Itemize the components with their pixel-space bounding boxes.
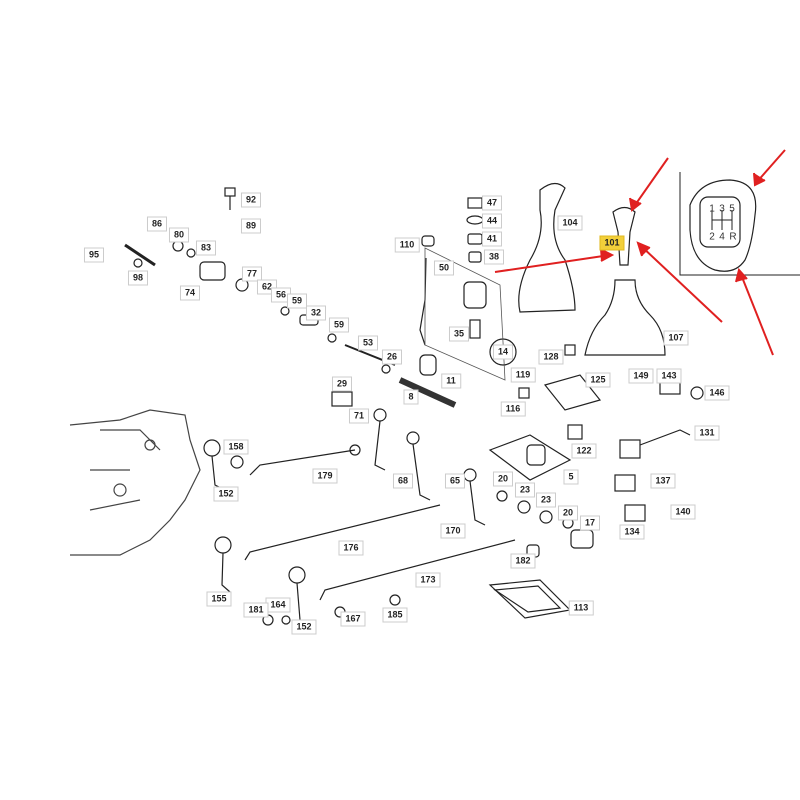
part-label-65[interactable]: 65 <box>444 473 466 489</box>
shift-gear-4: 4 <box>719 231 725 243</box>
part-label-38[interactable]: 38 <box>483 249 505 265</box>
part-label-32[interactable]: 32 <box>305 305 327 321</box>
part-label-152[interactable]: 152 <box>291 619 317 635</box>
part-label-107[interactable]: 107 <box>663 330 689 346</box>
part-label-158[interactable]: 158 <box>223 439 249 455</box>
part-label-77[interactable]: 77 <box>241 266 263 282</box>
part-label-44[interactable]: 44 <box>481 213 503 229</box>
part-label-125[interactable]: 125 <box>585 372 611 388</box>
part-label-101[interactable]: 101 <box>599 235 625 251</box>
part-label-71[interactable]: 71 <box>348 408 370 424</box>
part-label-113[interactable]: 113 <box>568 600 594 616</box>
knob-inset <box>679 172 800 276</box>
shift-gear-3: 3 <box>719 203 725 215</box>
part-label-152[interactable]: 152 <box>213 486 239 502</box>
part-label-179[interactable]: 179 <box>312 468 338 484</box>
part-label-11[interactable]: 11 <box>441 373 461 389</box>
part-label-128[interactable]: 128 <box>538 349 564 365</box>
part-label-182[interactable]: 182 <box>510 553 536 569</box>
shift-gear-r: R <box>729 231 737 243</box>
shift-gear-5: 5 <box>729 203 735 215</box>
part-label-110[interactable]: 110 <box>394 237 420 253</box>
part-label-86[interactable]: 86 <box>146 216 168 232</box>
part-label-98[interactable]: 98 <box>127 270 149 286</box>
part-label-146[interactable]: 146 <box>704 385 730 401</box>
part-label-26[interactable]: 26 <box>381 349 403 365</box>
part-label-53[interactable]: 53 <box>357 335 379 351</box>
part-label-89[interactable]: 89 <box>240 218 262 234</box>
part-label-74[interactable]: 74 <box>179 285 201 301</box>
part-label-149[interactable]: 149 <box>628 368 654 384</box>
shift-gear-1: 1 <box>709 203 715 215</box>
part-label-5[interactable]: 5 <box>563 469 579 485</box>
part-label-50[interactable]: 50 <box>433 260 455 276</box>
part-label-95[interactable]: 95 <box>83 247 105 263</box>
part-label-83[interactable]: 83 <box>195 240 217 256</box>
gear-knobs-and-boots <box>518 182 666 356</box>
part-label-41[interactable]: 41 <box>481 231 503 247</box>
part-label-164[interactable]: 164 <box>265 597 291 613</box>
part-label-176[interactable]: 176 <box>338 540 364 556</box>
part-label-14[interactable]: 14 <box>492 344 514 360</box>
part-label-80[interactable]: 80 <box>168 227 190 243</box>
part-label-47[interactable]: 47 <box>481 195 503 211</box>
part-label-140[interactable]: 140 <box>670 504 696 520</box>
levers <box>203 408 486 621</box>
part-label-143[interactable]: 143 <box>656 368 682 384</box>
part-label-35[interactable]: 35 <box>448 326 470 342</box>
part-label-134[interactable]: 134 <box>619 524 645 540</box>
part-label-131[interactable]: 131 <box>694 425 720 441</box>
transmission-housing <box>69 409 201 556</box>
red-arrows <box>494 149 786 356</box>
shift-gear-2: 2 <box>709 231 715 243</box>
part-label-68[interactable]: 68 <box>392 473 414 489</box>
shift-rods <box>124 243 516 601</box>
part-label-23[interactable]: 23 <box>514 482 536 498</box>
part-label-167[interactable]: 167 <box>340 611 366 627</box>
part-label-185[interactable]: 185 <box>382 607 408 623</box>
part-label-59[interactable]: 59 <box>286 293 308 309</box>
part-label-59[interactable]: 59 <box>328 317 350 333</box>
part-label-20[interactable]: 20 <box>557 505 579 521</box>
part-label-122[interactable]: 122 <box>571 443 597 459</box>
part-label-92[interactable]: 92 <box>240 192 262 208</box>
part-label-173[interactable]: 173 <box>415 572 441 588</box>
part-label-8[interactable]: 8 <box>403 389 419 405</box>
part-label-17[interactable]: 17 <box>579 515 601 531</box>
small-parts <box>133 187 704 626</box>
part-label-29[interactable]: 29 <box>331 376 353 392</box>
part-label-23[interactable]: 23 <box>535 492 557 508</box>
part-label-155[interactable]: 155 <box>206 591 232 607</box>
part-label-119[interactable]: 119 <box>510 367 536 383</box>
part-label-181[interactable]: 181 <box>243 602 269 618</box>
part-label-116[interactable]: 116 <box>500 401 526 417</box>
part-label-104[interactable]: 104 <box>557 215 583 231</box>
part-label-137[interactable]: 137 <box>650 473 676 489</box>
part-label-20[interactable]: 20 <box>492 471 514 487</box>
part-label-170[interactable]: 170 <box>440 523 466 539</box>
